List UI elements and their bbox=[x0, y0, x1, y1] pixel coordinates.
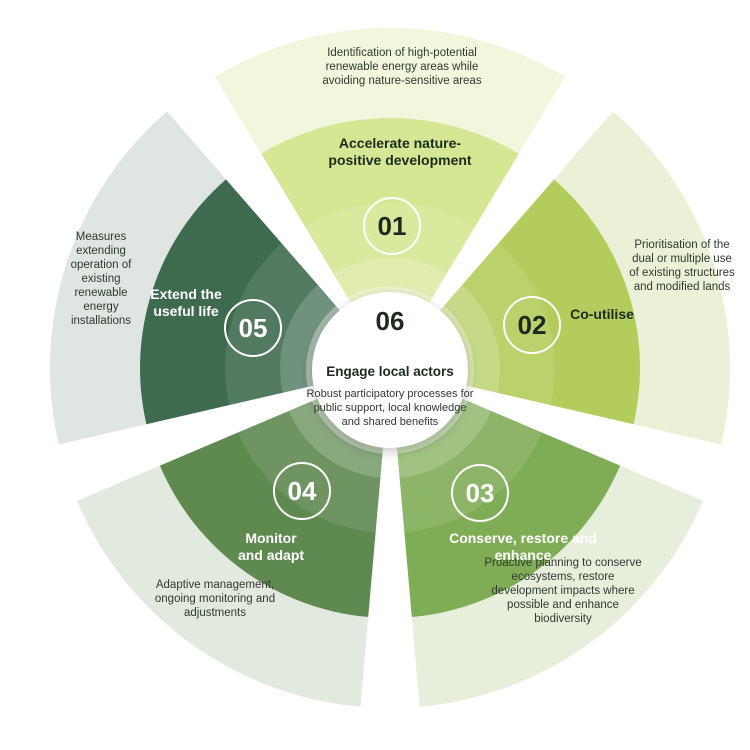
step-01-description: Identification of high-potential renewab… bbox=[322, 47, 482, 88]
step-04-number: 04 bbox=[273, 462, 331, 520]
step-06-number: 06 bbox=[375, 306, 405, 336]
step-06-description: Robust participatory processes for publi… bbox=[306, 388, 474, 428]
step-01-title: Accelerate nature-positive development bbox=[328, 135, 472, 169]
step-06-title: Engage local actors bbox=[326, 364, 454, 379]
step-01-number: 01 bbox=[363, 197, 421, 255]
step-02-outer-band bbox=[554, 111, 731, 445]
step-04-title: Monitor and adapt bbox=[237, 530, 305, 564]
step-03-title: Conserve, restore and enhance bbox=[449, 530, 597, 564]
step-02-title: Co-utilise bbox=[570, 306, 634, 322]
step-01-outer-band bbox=[214, 28, 566, 154]
step-03-outer-band bbox=[411, 465, 703, 707]
step-05-title: Extend the useful life bbox=[150, 286, 222, 320]
step-03-description: Proactive planning to conserve ecosystem… bbox=[484, 557, 642, 626]
step-05-number: 05 bbox=[224, 299, 282, 357]
step-04-outer-band bbox=[77, 465, 369, 707]
step-03-number: 03 bbox=[451, 464, 509, 522]
center-disc bbox=[312, 292, 468, 448]
step-04-description: Adaptive management, ongoing monitoring … bbox=[154, 579, 276, 620]
step-02-number: 02 bbox=[503, 296, 561, 354]
step-02-description: Prioritisation of the dual or multiple u… bbox=[629, 239, 735, 294]
step-05-outer-band bbox=[49, 111, 226, 445]
step-05-description: Measures extending operation of existing… bbox=[70, 231, 132, 328]
step-04-inner-band bbox=[159, 383, 387, 618]
